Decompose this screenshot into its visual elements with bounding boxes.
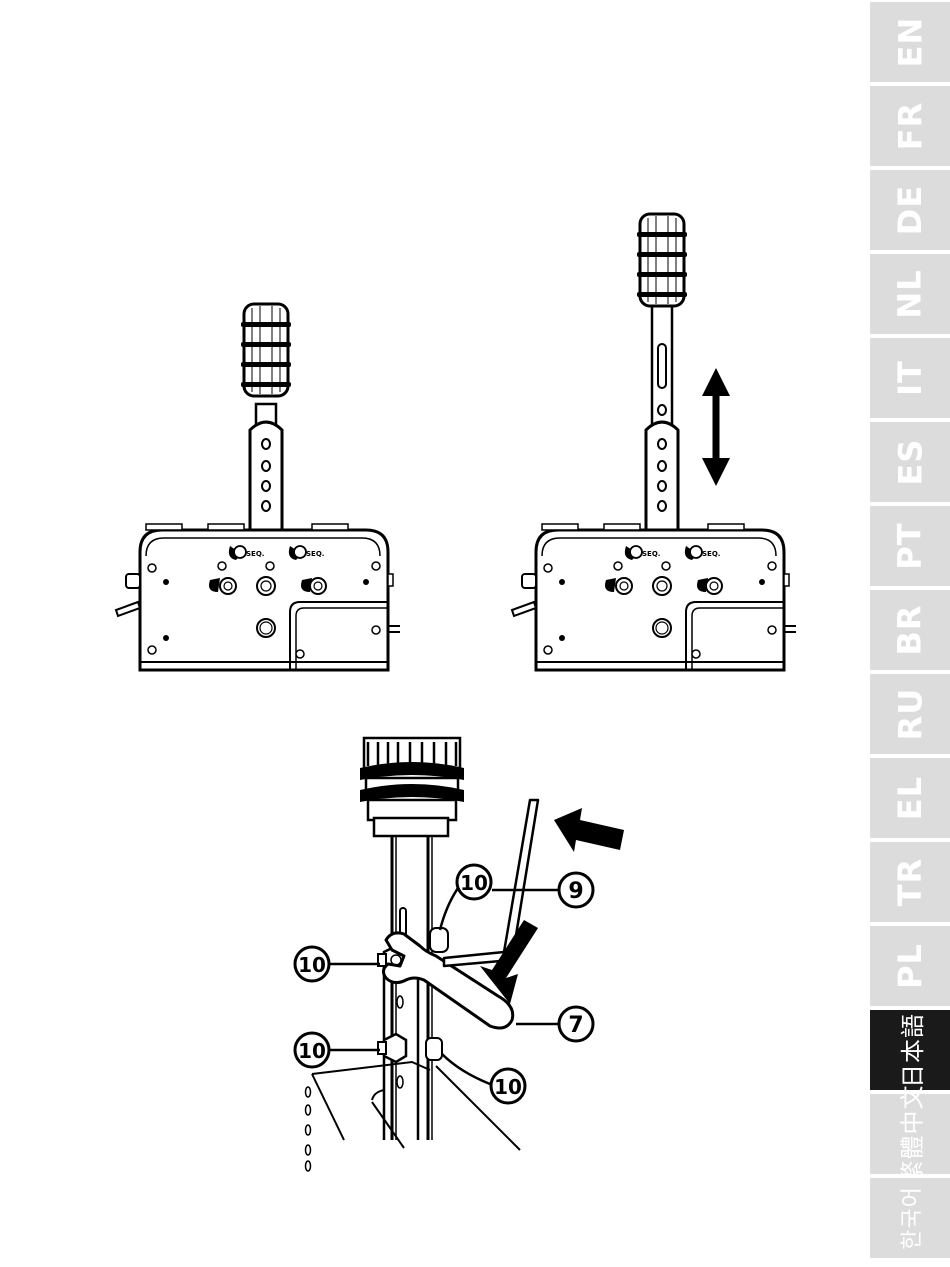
lang-tab-label: 日本語 [893,1013,928,1088]
svg-text:10: 10 [494,1075,522,1099]
lang-tab-label: FR [891,102,929,151]
callout-hex-key: 9 [559,873,593,907]
lang-tab-label: ES [891,439,929,486]
lang-tab-es[interactable]: ES [870,422,950,502]
lang-tab-ko[interactable]: 한국어 [870,1178,950,1258]
lang-tab-label: 한국어 [894,1186,926,1250]
callout-lower-screw: 10 [491,1069,525,1103]
tool-closeup-figure [306,738,625,1171]
handbrake-figure-lowered: SEQ. SEQ. [116,304,400,670]
lang-tab-label: PL [891,943,929,989]
lang-tab-label: EN [891,17,929,68]
lang-tab-zh-tw[interactable]: 繁體中文 [870,1094,950,1174]
callout-wrench: 7 [559,1007,593,1041]
lang-tab-pl[interactable]: PL [870,926,950,1006]
callout-top-screw: 10 [457,865,491,899]
lang-tab-de[interactable]: DE [870,170,950,250]
seq-label-2: SEQ. [306,550,324,558]
lang-tab-fr[interactable]: FR [870,86,950,166]
lang-tab-nl[interactable]: NL [870,254,950,334]
svg-text:10: 10 [298,1039,326,1063]
svg-text:10: 10 [460,871,488,895]
lang-tab-tr[interactable]: TR [870,842,950,922]
lang-tab-label: TR [891,858,929,906]
svg-text:10: 10 [298,953,326,977]
lang-tab-label: NL [891,269,929,318]
lang-tab-label: RU [891,688,929,741]
push-arrow-icon [554,808,624,852]
handbrake-figure-extended: SEQ. SEQ. [512,214,796,670]
double-arrow-icon [702,368,730,486]
lang-tab-br[interactable]: BR [870,590,950,670]
lang-tab-label: PT [891,522,929,569]
lang-tab-pt[interactable]: PT [870,506,950,586]
lang-tab-ru[interactable]: RU [870,674,950,754]
seq-label-1: SEQ. [642,550,660,558]
lang-tab-el[interactable]: EL [870,758,950,838]
lang-tab-label: 繁體中文 [893,1084,928,1184]
svg-text:9: 9 [568,879,583,904]
callout-upper-nut: 10 [295,947,329,981]
lang-tab-label: BR [891,604,929,655]
svg-text:7: 7 [568,1013,583,1038]
lang-tab-label: IT [891,360,929,396]
seq-label-1: SEQ. [246,550,264,558]
lang-tab-label: EL [891,776,929,820]
callout-lower-nut: 10 [295,1033,329,1067]
lang-tab-en[interactable]: EN [870,2,950,82]
lang-tab-it[interactable]: IT [870,338,950,418]
lang-tab-ja[interactable]: 日本語 [870,1010,950,1090]
seq-label-2: SEQ. [702,550,720,558]
lang-tab-label: DE [891,185,929,235]
